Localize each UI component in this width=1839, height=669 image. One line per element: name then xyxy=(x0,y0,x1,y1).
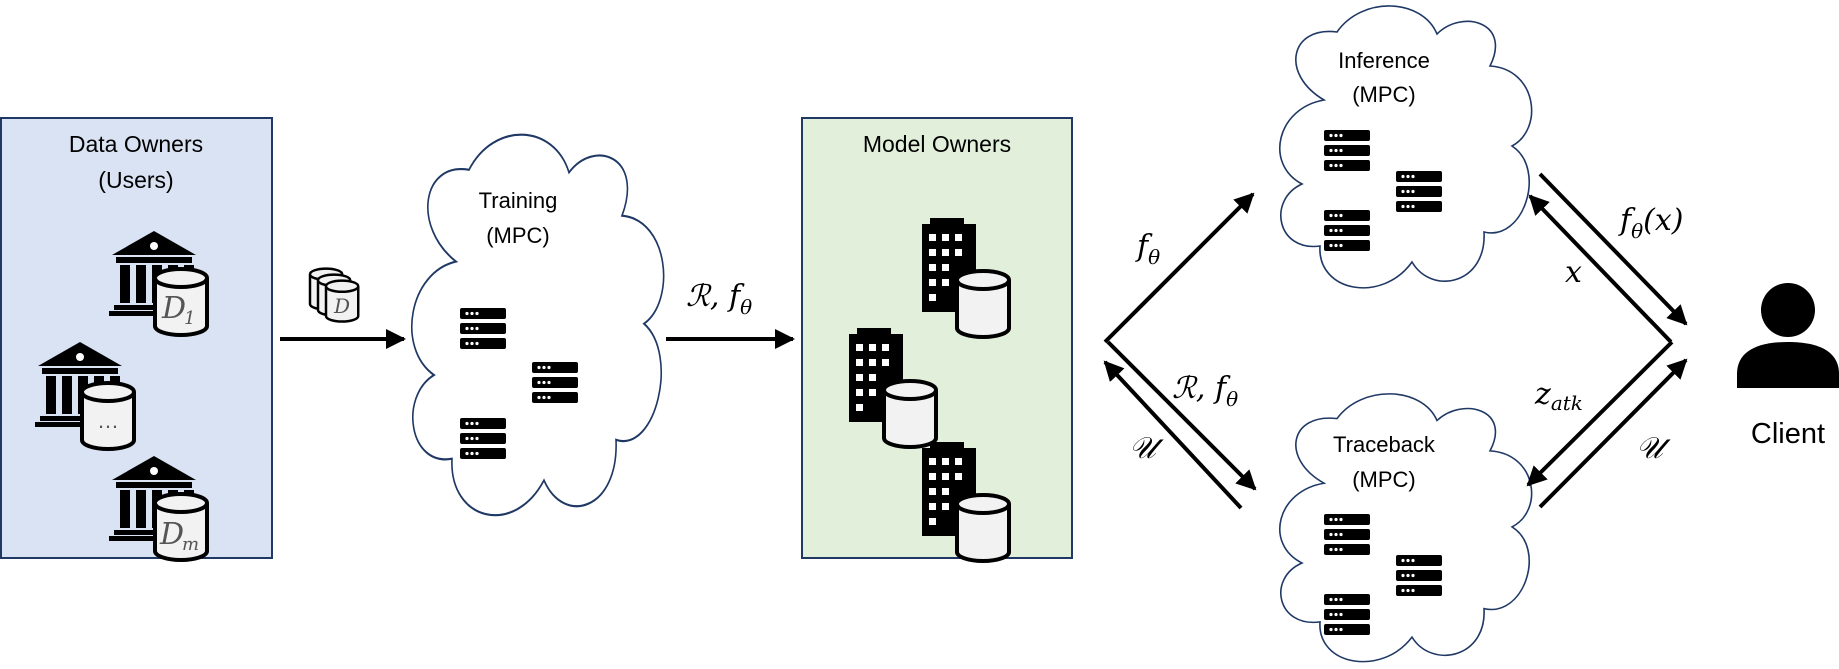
inference-subtitle: (MPC) xyxy=(1352,82,1416,107)
arrow-traceback-to-client xyxy=(1538,358,1688,509)
dataset-icon: D xyxy=(308,267,360,323)
server-icon xyxy=(1324,514,1370,555)
server-icon xyxy=(460,418,506,459)
arrow-label-x: x xyxy=(1565,255,1582,290)
server-icon xyxy=(1324,594,1370,635)
server-icon xyxy=(460,308,506,349)
arrow-inference-to-client xyxy=(1538,172,1688,326)
arrow-label-z-atk: zatk xyxy=(1534,377,1583,415)
arrow-label-ftheta-x: fθ(x) xyxy=(1618,203,1683,243)
server-icon xyxy=(1324,130,1370,171)
arrow-label-r-ftheta: ℛ, fθ xyxy=(686,279,752,319)
inference-title: Inference xyxy=(1338,48,1430,73)
server-icon xyxy=(1396,555,1442,596)
server-icon xyxy=(1324,210,1370,251)
database-label-dm: D xyxy=(159,517,184,552)
traceback-title: Traceback xyxy=(1333,432,1436,457)
server-icon xyxy=(1396,171,1442,212)
arrow-label-u-left: 𝒰 xyxy=(1129,431,1164,466)
database-icon xyxy=(955,493,1011,563)
arrow-to-inference xyxy=(1103,192,1255,344)
model-owners-title: Model Owners xyxy=(863,131,1011,157)
person-icon xyxy=(1737,283,1839,388)
database-label-d1: D xyxy=(161,291,186,326)
arrow-client-to-traceback xyxy=(1526,340,1674,487)
training-subtitle: (MPC) xyxy=(486,223,550,248)
arrow-label-r-ftheta-traceback: ℛ, fθ xyxy=(1172,371,1238,411)
database-label-ellipsis: … xyxy=(97,408,119,433)
arrow-from-traceback xyxy=(1103,360,1243,510)
data-owners-title: Data Owners xyxy=(69,131,203,157)
traceback-subtitle: (MPC) xyxy=(1352,467,1416,492)
arrow-label-ftheta: fθ xyxy=(1135,229,1160,269)
arrow-client-to-inference xyxy=(1528,194,1673,344)
arrow-to-traceback xyxy=(1106,340,1257,491)
arrow-label-u-right: 𝒰 xyxy=(1636,431,1671,466)
client-label: Client xyxy=(1751,418,1825,450)
training-title: Training xyxy=(479,188,558,213)
data-owners-subtitle: (Users) xyxy=(98,167,173,193)
model-owners-panel: Model Owners xyxy=(801,117,1073,563)
database-label-dm-sub: m xyxy=(182,534,199,555)
dataset-label: D xyxy=(333,294,350,318)
database-icon xyxy=(882,379,938,449)
database-icon xyxy=(955,269,1011,339)
database-label-d1-sub: 1 xyxy=(184,308,195,329)
data-owners-panel: Data Owners (Users) D 1 … D m xyxy=(0,117,273,562)
server-icon xyxy=(532,362,578,403)
